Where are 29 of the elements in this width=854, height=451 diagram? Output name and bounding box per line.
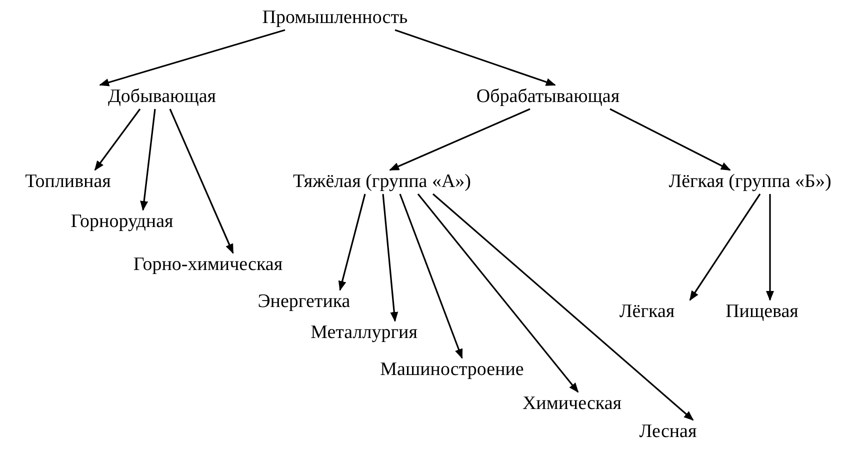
arrow [99, 29, 286, 86]
category-label: Химическая [522, 393, 622, 415]
category-label: Лёгкая [619, 301, 675, 323]
arrow [417, 194, 579, 393]
category-label: Промышленность [262, 7, 408, 29]
category-label: Металлургия [310, 322, 418, 344]
arrow [389, 108, 530, 171]
arrow [169, 108, 234, 254]
category-label: Горнорудная [70, 211, 174, 233]
arrow [610, 108, 731, 171]
arrow [766, 194, 774, 301]
category-label: Горно-химическая [133, 254, 283, 276]
arrow [394, 29, 556, 86]
category-label: Топливная [25, 171, 111, 193]
category-label: Обрабатывающая [476, 86, 620, 108]
arrow [689, 194, 761, 301]
arrow [432, 193, 694, 421]
category-label: Тяжёлая (группа «А») [292, 171, 472, 193]
category-label: Энергетика [258, 291, 350, 313]
category-label: Лесная [639, 421, 697, 443]
arrow [140, 108, 156, 211]
category-label: Лёгкая (группа «Б») [668, 171, 832, 193]
arrow [94, 108, 141, 171]
arrow [399, 194, 463, 359]
category-label: Добывающая [108, 86, 216, 108]
arrow [338, 194, 366, 291]
category-label: Пищевая [726, 301, 798, 323]
arrow [382, 194, 398, 322]
category-label: Машиностроение [380, 359, 524, 381]
